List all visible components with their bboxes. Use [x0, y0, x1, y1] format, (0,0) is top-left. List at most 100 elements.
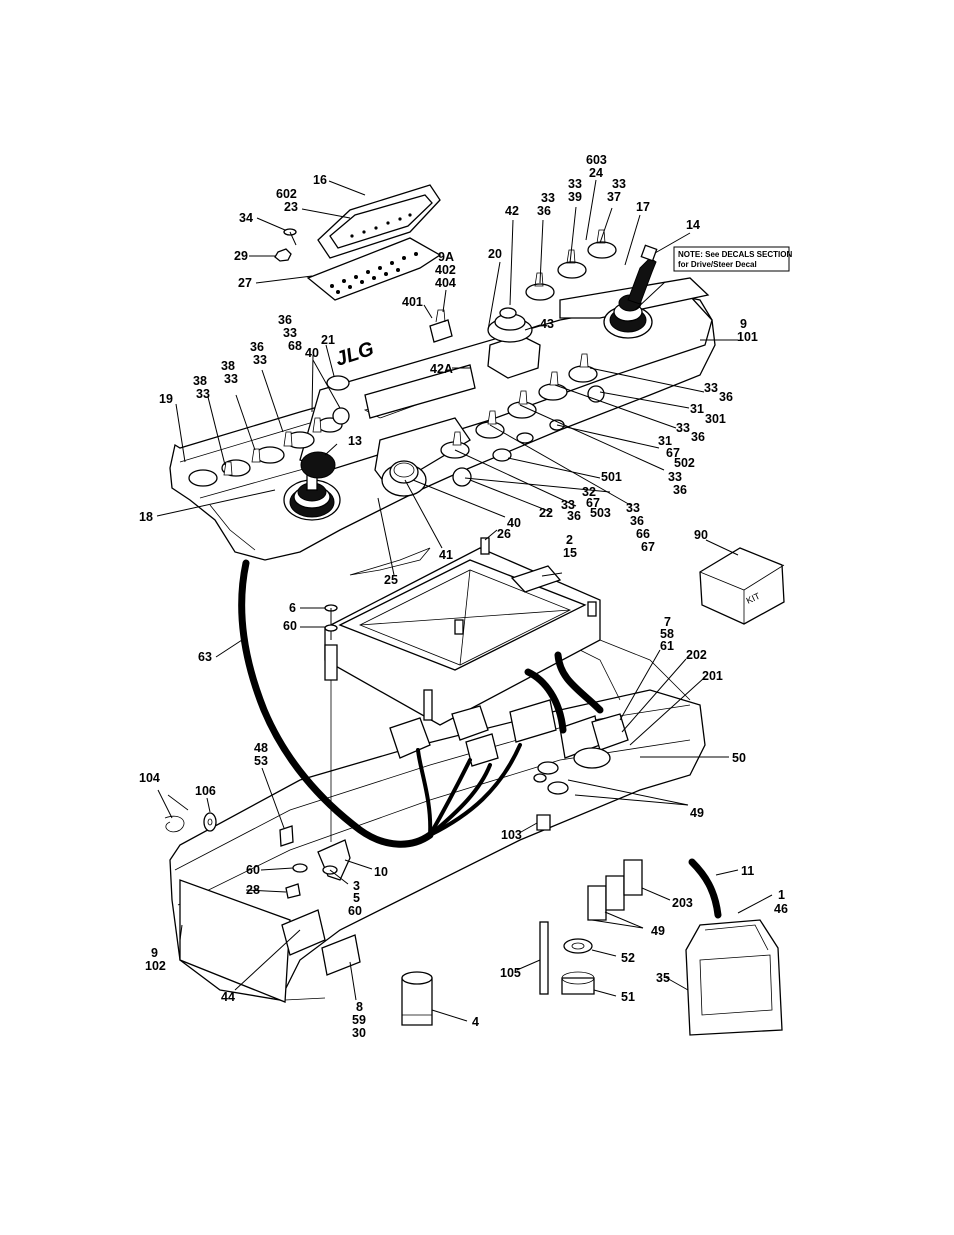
left-switch-bank: [188, 375, 350, 487]
svg-text:33: 33: [668, 470, 682, 484]
svg-text:67: 67: [641, 540, 655, 554]
wire-connectors: [389, 699, 629, 795]
svg-text:19: 19: [159, 392, 173, 406]
svg-text:37: 37: [607, 190, 621, 204]
svg-text:602: 602: [276, 187, 297, 201]
svg-text:30: 30: [352, 1026, 366, 1040]
terminal-28: [285, 883, 301, 899]
svg-text:36: 36: [673, 483, 687, 497]
svg-text:17: 17: [636, 200, 650, 214]
speed-knob: [381, 460, 427, 497]
svg-text:13: 13: [348, 434, 362, 448]
svg-text:105: 105: [500, 966, 521, 980]
svg-text:7: 7: [664, 615, 671, 629]
svg-text:2: 2: [566, 533, 573, 547]
callout: 52: [621, 951, 635, 965]
decal-48: [279, 825, 294, 847]
callout: 49: [651, 924, 665, 938]
svg-text:26: 26: [497, 527, 511, 541]
svg-text:33: 33: [612, 177, 626, 191]
svg-text:34: 34: [239, 211, 253, 225]
callout: 201: [702, 669, 723, 683]
svg-text:46: 46: [774, 902, 788, 916]
svg-text:66: 66: [636, 527, 650, 541]
svg-text:9: 9: [740, 317, 747, 331]
callout: 146: [774, 888, 788, 916]
svg-text:90: 90: [694, 528, 708, 542]
callout: 401: [402, 295, 423, 309]
bolt-6: [324, 604, 338, 842]
svg-text:31: 31: [690, 402, 704, 416]
callout: 40: [507, 516, 521, 530]
svg-text:36: 36: [691, 430, 705, 444]
screw-34: [283, 228, 297, 246]
svg-text:42: 42: [505, 204, 519, 218]
callout: 6: [289, 601, 296, 615]
svg-text:101: 101: [737, 330, 758, 344]
callout: 41: [439, 548, 453, 562]
callout: 4: [472, 1015, 479, 1029]
right-joystick: [603, 244, 658, 339]
svg-text:36: 36: [567, 509, 581, 523]
bolt-105: [539, 921, 549, 995]
callout: 42A: [430, 362, 453, 376]
callout: 49: [690, 806, 704, 820]
callout: 35: [656, 971, 670, 985]
controller-module: [324, 537, 601, 726]
svg-text:50: 50: [732, 751, 746, 765]
right-switch-bank: [440, 353, 605, 487]
svg-text:51: 51: [621, 990, 635, 1004]
svg-text:48: 48: [254, 741, 268, 755]
svg-text:36: 36: [278, 313, 292, 327]
callout: 60: [283, 619, 297, 633]
svg-text:104: 104: [139, 771, 160, 785]
svg-text:28: 28: [246, 883, 260, 897]
svg-text:3: 3: [353, 879, 360, 893]
callout: 18: [139, 510, 153, 524]
callout: 11: [741, 864, 754, 878]
svg-text:42A: 42A: [430, 362, 453, 376]
svg-text:49: 49: [651, 924, 665, 938]
callout: 203: [672, 896, 693, 910]
svg-text:20: 20: [488, 247, 502, 261]
seal-52: [563, 938, 593, 954]
key-switch-and-estop: [429, 307, 541, 379]
callout: 16: [313, 173, 327, 187]
cable-glands: [587, 859, 643, 921]
svg-text:67: 67: [666, 446, 680, 460]
svg-text:502: 502: [674, 456, 695, 470]
buzzer-4: [401, 971, 433, 1026]
callout: 28: [246, 883, 260, 897]
callout: 44: [221, 990, 235, 1004]
svg-text:301: 301: [705, 412, 726, 426]
washer-60: [292, 863, 338, 875]
callout: 215: [563, 533, 577, 560]
svg-text:52: 52: [621, 951, 635, 965]
svg-text:402: 402: [435, 263, 456, 277]
svg-text:10: 10: [374, 865, 388, 879]
callout: 27: [238, 276, 252, 290]
callout: 104: [139, 771, 160, 785]
svg-text:18: 18: [139, 510, 153, 524]
svg-text:40: 40: [507, 516, 521, 530]
circuit-board: [306, 237, 442, 301]
svg-text:501: 501: [601, 470, 622, 484]
callout: 501: [601, 470, 622, 484]
svg-text:11: 11: [741, 864, 754, 878]
svg-text:39: 39: [568, 190, 582, 204]
plug-103: [536, 814, 551, 831]
svg-text:32: 32: [582, 485, 596, 499]
svg-text:33: 33: [676, 421, 690, 435]
